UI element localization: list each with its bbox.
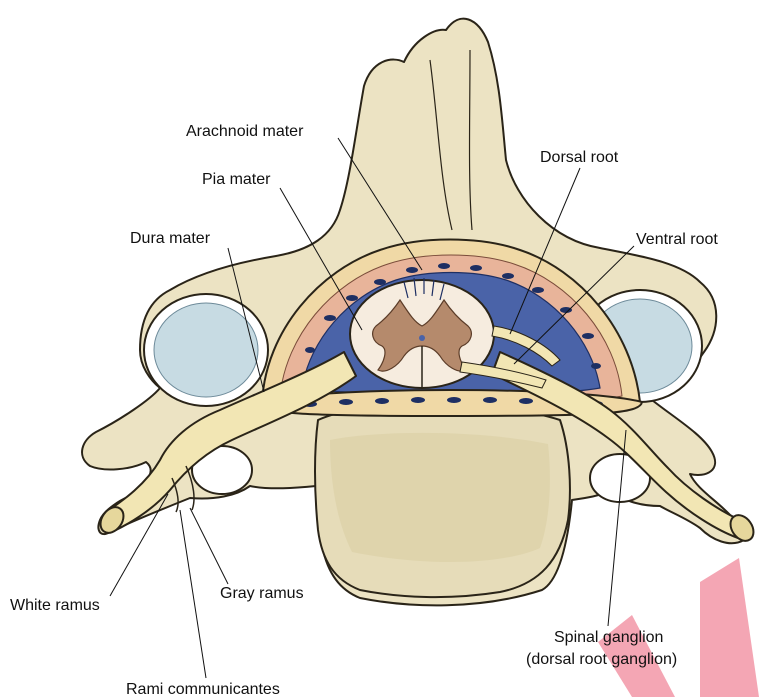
watermark-right-stroke xyxy=(700,558,759,697)
label-dorsal-root: Dorsal root xyxy=(540,149,619,166)
leader-gray-ramus xyxy=(190,508,228,584)
leader-rami-communicantes xyxy=(180,510,206,678)
label-arachnoid-mater: Arachnoid mater xyxy=(186,123,304,140)
central-canal xyxy=(419,335,425,341)
label-spinal-ganglion-line2: (dorsal root ganglion) xyxy=(526,651,677,668)
label-gray-ramus: Gray ramus xyxy=(220,585,304,602)
label-pia-mater: Pia mater xyxy=(202,171,271,188)
label-rami-communicantes: Rami communicantes xyxy=(126,681,280,697)
watermark xyxy=(598,558,759,697)
label-dura-mater: Dura mater xyxy=(130,230,211,247)
left-articular-facet-surface xyxy=(154,303,258,397)
label-white-ramus: White ramus xyxy=(10,597,100,614)
vertebral-body-shadow xyxy=(330,433,550,562)
label-ventral-root: Ventral root xyxy=(636,231,718,248)
label-spinal-ganglion-line1: Spinal ganglion xyxy=(554,629,663,646)
